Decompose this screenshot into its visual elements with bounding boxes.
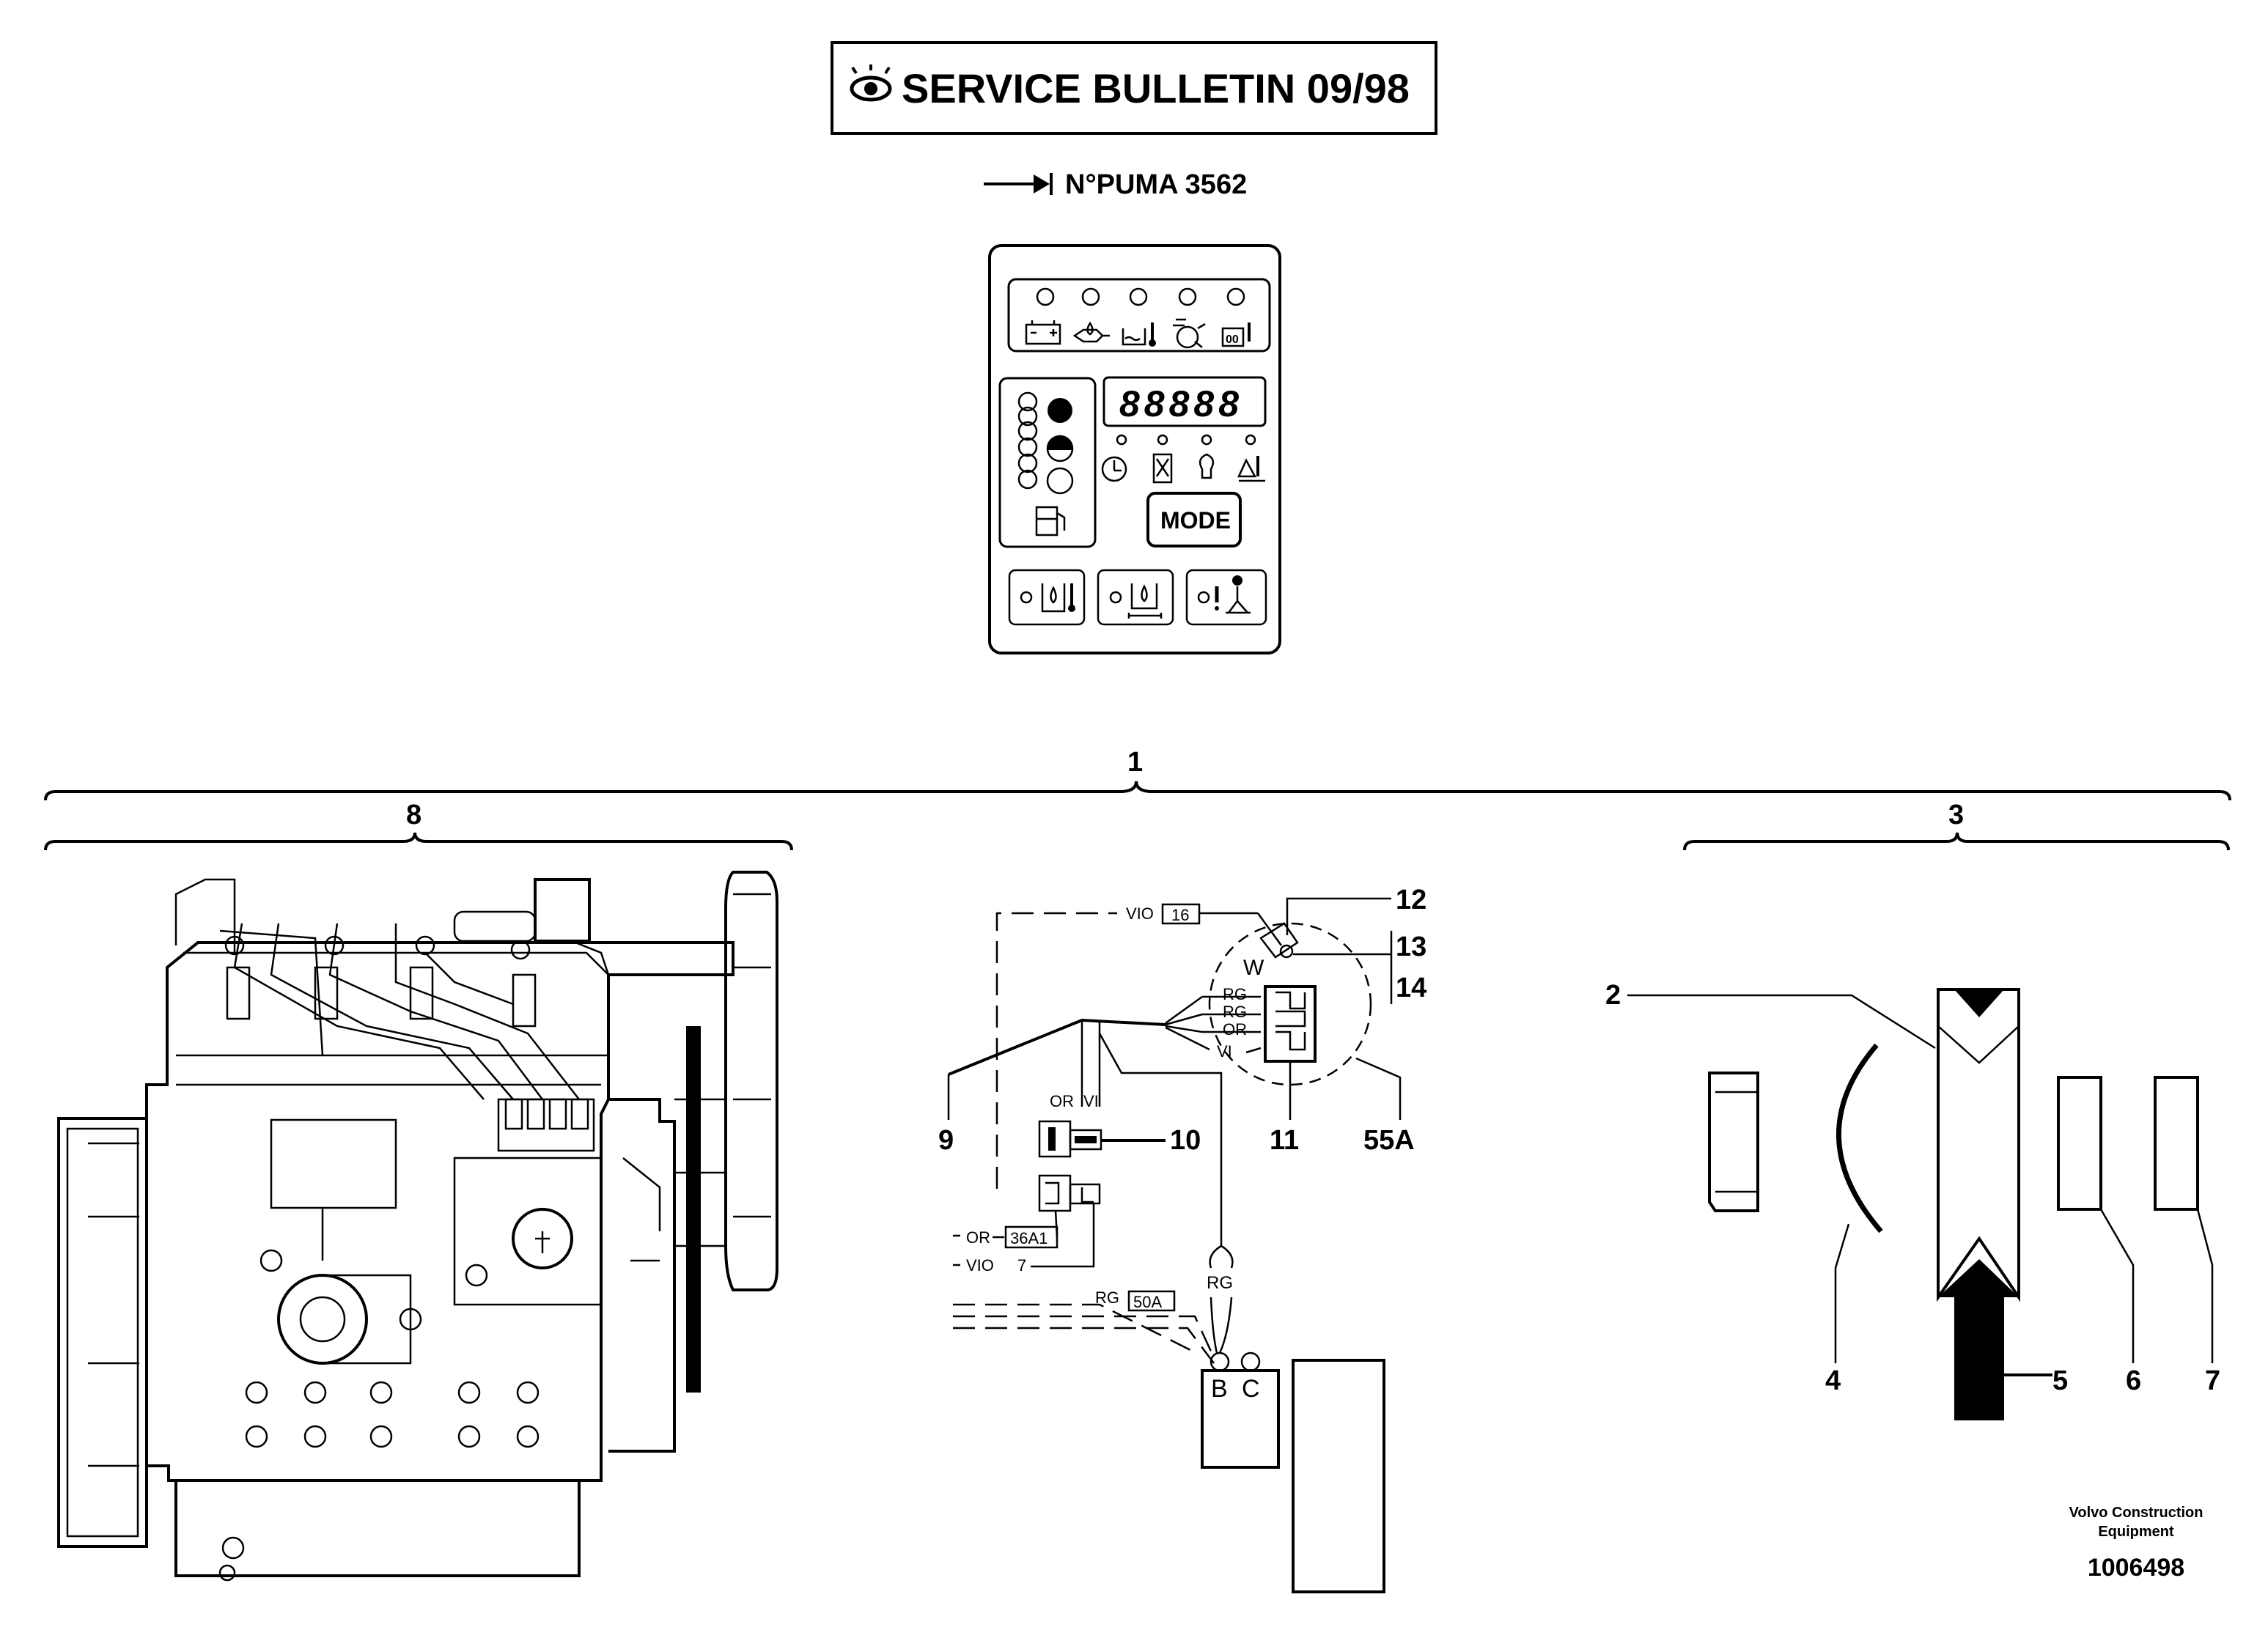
belt — [1937, 988, 2020, 1302]
air-filter-icon — [1173, 318, 1206, 349]
callout-7: 7 — [2205, 1365, 2220, 1396]
mode-button-frame[interactable] — [1146, 492, 1242, 547]
footer: Volvo Construction Equipment 1006498 — [2069, 1505, 2203, 1582]
callout-2: 2 — [1605, 980, 1621, 1011]
bulb-icon — [1199, 453, 1215, 479]
block-bolt-heads — [245, 1249, 540, 1448]
eye-icon — [850, 64, 892, 102]
wire-number-7: 7 — [1017, 1256, 1026, 1275]
bracket-3 — [1683, 832, 2230, 851]
wire-label-rg-low: RG — [1095, 1288, 1119, 1307]
bracket-1 — [44, 781, 2231, 801]
engine-illustration — [57, 871, 778, 1582]
service-icon — [1237, 456, 1265, 482]
terminal-c-label: C — [1242, 1375, 1260, 1403]
wire-tag-36a1: 36A1 — [1010, 1229, 1048, 1247]
coolant-temperature-icon — [1122, 322, 1156, 347]
spacer-6 — [2057, 1076, 2102, 1211]
wire-label-vio: VIO — [1126, 904, 1154, 923]
wiring-diagram: VIO 16 W 11 RG RG OR VI 9 OR VI — [938, 885, 1426, 1593]
wire-label-vi-1: VI — [1217, 1042, 1232, 1061]
serial-number-text: N°PUMA 3562 — [1065, 169, 1247, 200]
counter-mode-leds — [1116, 434, 1256, 446]
arc-part — [1836, 1043, 1883, 1233]
company-name-line2: Equipment — [2098, 1524, 2174, 1540]
wire-label-rg-vertical: RG — [1207, 1273, 1233, 1293]
hydraulic-level-icon — [1127, 583, 1163, 619]
hydraulic-temperature-icon — [1041, 583, 1075, 613]
relay-box — [1201, 1369, 1280, 1469]
wire-label-or-1: OR — [1223, 1020, 1247, 1039]
callout-5: 5 — [2052, 1365, 2068, 1396]
callout-14: 14 — [1396, 973, 1426, 1003]
callout-55a: 55A — [1363, 1125, 1415, 1156]
bulletin-title: SERVICE BULLETIN 09/98 — [902, 65, 1410, 111]
wire-label-or-conn: OR — [1050, 1092, 1074, 1110]
wire-label-or-36: OR — [966, 1228, 990, 1247]
callout-12: 12 — [1396, 885, 1426, 915]
terminal-b-label: B — [1211, 1375, 1228, 1403]
bulletin-header: SERVICE BULLETIN 09/98 N°PUMA 3562 — [831, 41, 1437, 200]
parts-group-3: 2 4 5 6 7 — [1605, 980, 2220, 1420]
hydraulic-temperature-button[interactable] — [1008, 569, 1086, 626]
spacer-7 — [2154, 1076, 2199, 1211]
warning-lamps — [1036, 287, 1245, 306]
terminal-c — [1240, 1351, 1261, 1372]
detail-circle — [1208, 922, 1372, 1086]
wire-tag-50a: 50A — [1133, 1293, 1162, 1311]
fuel-gauge-icon — [1035, 506, 1066, 536]
wire-label-rg-1: RG — [1223, 985, 1247, 1003]
digital-display-frame — [1102, 376, 1267, 427]
callout-13: 13 — [1396, 932, 1426, 962]
callout-10: 10 — [1170, 1125, 1201, 1156]
hydraulic-level-button[interactable] — [1097, 569, 1174, 626]
oil-pressure-icon — [1072, 321, 1110, 343]
callout-8: 8 — [406, 800, 421, 830]
mode-button-label: MODE — [1160, 507, 1231, 534]
drawing-number: 1006498 — [2088, 1554, 2184, 1582]
operator-warning-icon — [1215, 575, 1251, 614]
digital-display-value: 88888 — [1119, 383, 1243, 424]
battery-box — [1292, 1359, 1385, 1593]
battery-icon — [1025, 320, 1061, 345]
company-name-line1: Volvo Construction — [2069, 1505, 2203, 1521]
fuel-level-leds — [1017, 391, 1038, 490]
instrument-panel: 00 88888 — [988, 244, 1281, 654]
callout-6: 6 — [2126, 1365, 2141, 1396]
callout-9: 9 — [938, 1125, 954, 1156]
hourglass-icon — [1152, 453, 1173, 484]
callout-1: 1 — [1127, 747, 1143, 778]
wire-tag-16: 16 — [1171, 906, 1189, 924]
sensor-label-w: W — [1243, 956, 1264, 980]
fuel-gauge-block — [998, 377, 1097, 548]
callout-3: 3 — [1948, 800, 1964, 830]
injector-nozzles — [224, 935, 537, 1028]
wire-label-rg-2: RG — [1223, 1003, 1247, 1021]
fuel-level-legend — [1046, 398, 1074, 495]
pump-elements — [504, 1098, 589, 1130]
serial-effective-arrow-icon — [984, 173, 1053, 195]
warning-light-strip — [1007, 278, 1271, 353]
block-part — [1708, 1072, 1759, 1212]
callout-11: 11 — [1270, 1125, 1299, 1156]
hour-meter-icon — [1101, 456, 1127, 482]
wire-label-vi-conn: VI — [1083, 1092, 1099, 1110]
svg-text:00: 00 — [1226, 333, 1239, 346]
callout-4: 4 — [1825, 1365, 1841, 1396]
wire-label-vio-7: VIO — [966, 1256, 994, 1275]
operator-warning-button[interactable] — [1185, 569, 1267, 626]
bracket-8 — [44, 832, 793, 851]
direction-arrow — [1938, 1259, 2019, 1420]
preheat-icon: 00 — [1221, 322, 1251, 347]
assembly-brackets: 1 8 3 — [44, 747, 2231, 851]
